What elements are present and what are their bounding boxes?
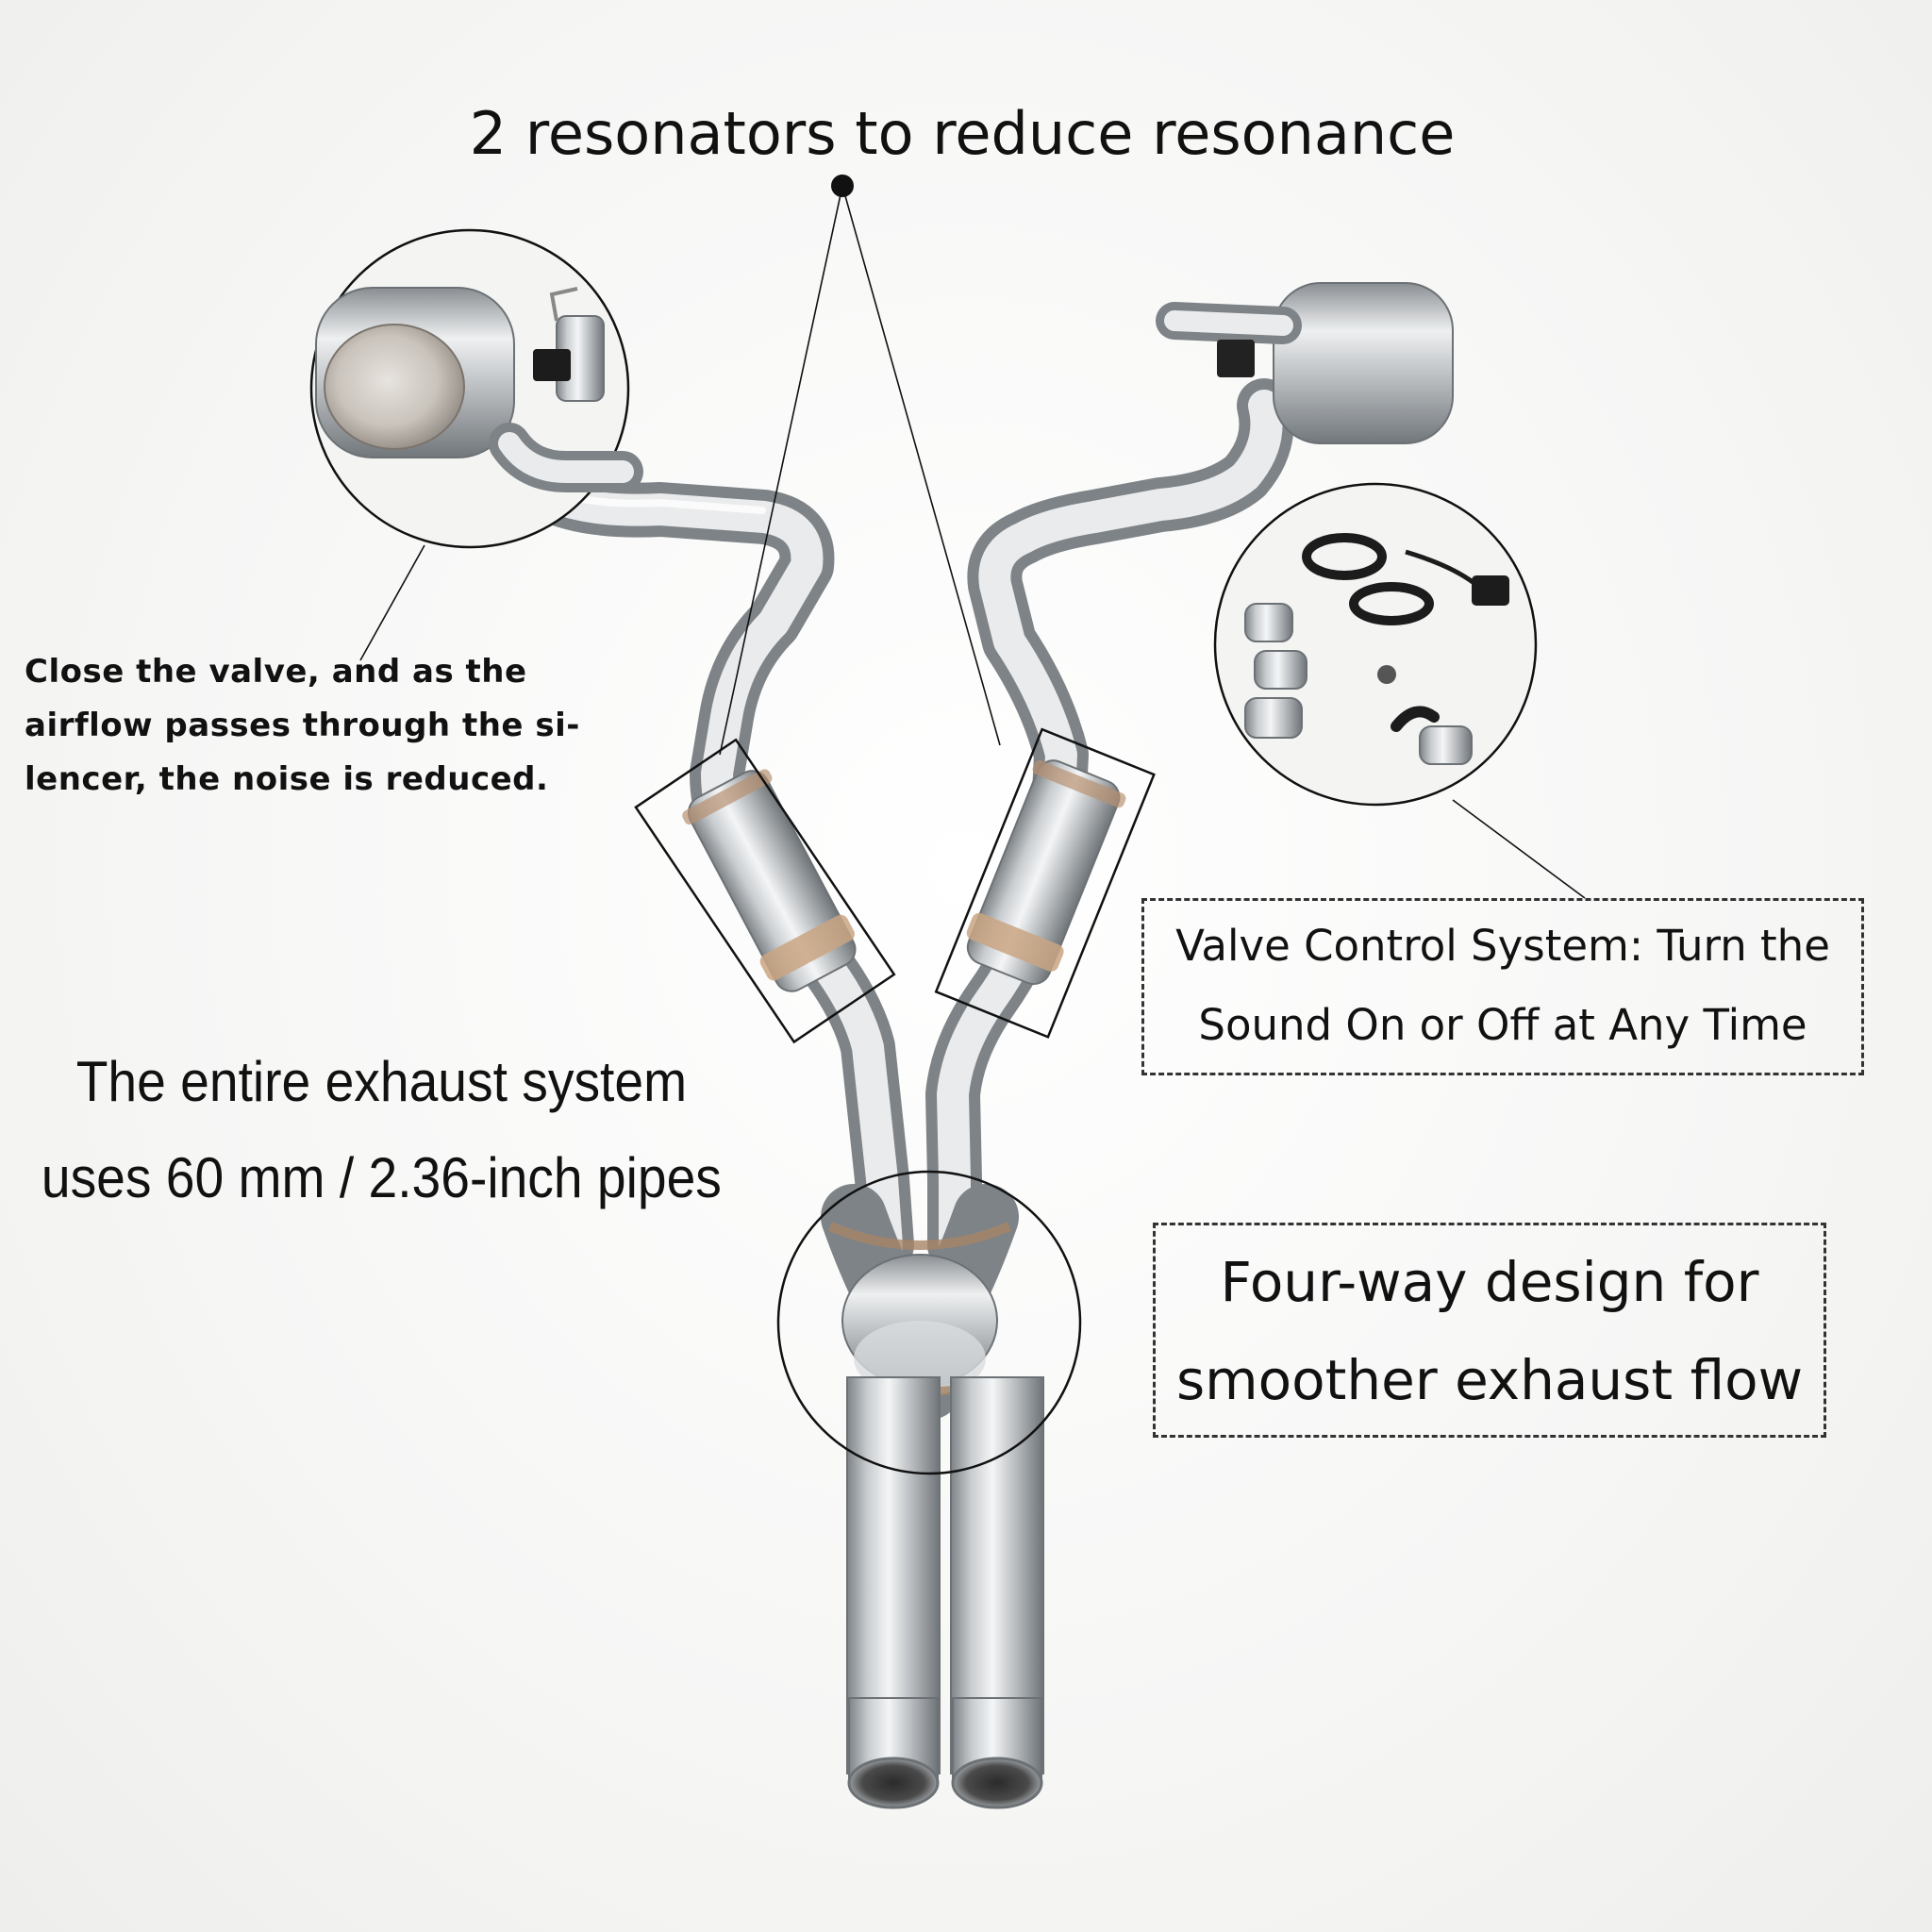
valve-closing-note: Close the valve, and as the airflow pass… — [25, 645, 685, 807]
pipe-note-line-2: uses 60 mm / 2.36-inch pipes — [41, 1146, 722, 1209]
pipe-note-line-1: The entire exhaust system — [75, 1050, 688, 1113]
right-resonator — [966, 759, 1126, 986]
x-pipe-closeup-ring — [776, 1170, 1082, 1475]
right-pipe-run — [925, 378, 1294, 1273]
leader-valve-note — [359, 544, 425, 661]
valve-control-kit-closeup — [1213, 482, 1538, 807]
leader-control-box — [1452, 799, 1586, 899]
left-resonator-frame — [634, 738, 896, 1044]
valve-note-line-3: lencer, the noise is reduced. — [25, 760, 549, 798]
valve-note-line-2: airflow passes through the si- — [25, 707, 580, 744]
left-resonator — [682, 769, 857, 992]
right-muffler — [1156, 282, 1454, 444]
control-callout-line-1: Valve Control System: Turn the — [1175, 921, 1830, 971]
x-pipe — [821, 1184, 1019, 1420]
muffler-valve-closeup — [309, 228, 643, 549]
control-callout-line-2: Sound On or Off at Any Time — [1198, 1000, 1807, 1050]
right-resonator-frame — [934, 727, 1156, 1039]
fourway-callout-line-2: smoother exhaust flow — [1175, 1348, 1804, 1412]
leader-lines — [359, 175, 1586, 899]
diagram-title: 2 resonators to reduce resonance — [469, 99, 1456, 168]
fourway-callout-line-1: Four-way design for — [1220, 1250, 1759, 1314]
leader-title-left — [719, 185, 843, 756]
right-tailpipe — [950, 1376, 1044, 1809]
leader-title-right — [841, 185, 1001, 746]
four-way-design-callout: Four-way design for smoother exhaust flo… — [1153, 1223, 1826, 1438]
left-tailpipe — [846, 1376, 941, 1809]
pipe-size-note: The entire exhaust system uses 60 mm / 2… — [17, 1034, 746, 1226]
valve-note-line-1: Close the valve, and as the — [25, 653, 527, 691]
valve-control-callout: Valve Control System: Turn the Sound On … — [1141, 898, 1864, 1075]
